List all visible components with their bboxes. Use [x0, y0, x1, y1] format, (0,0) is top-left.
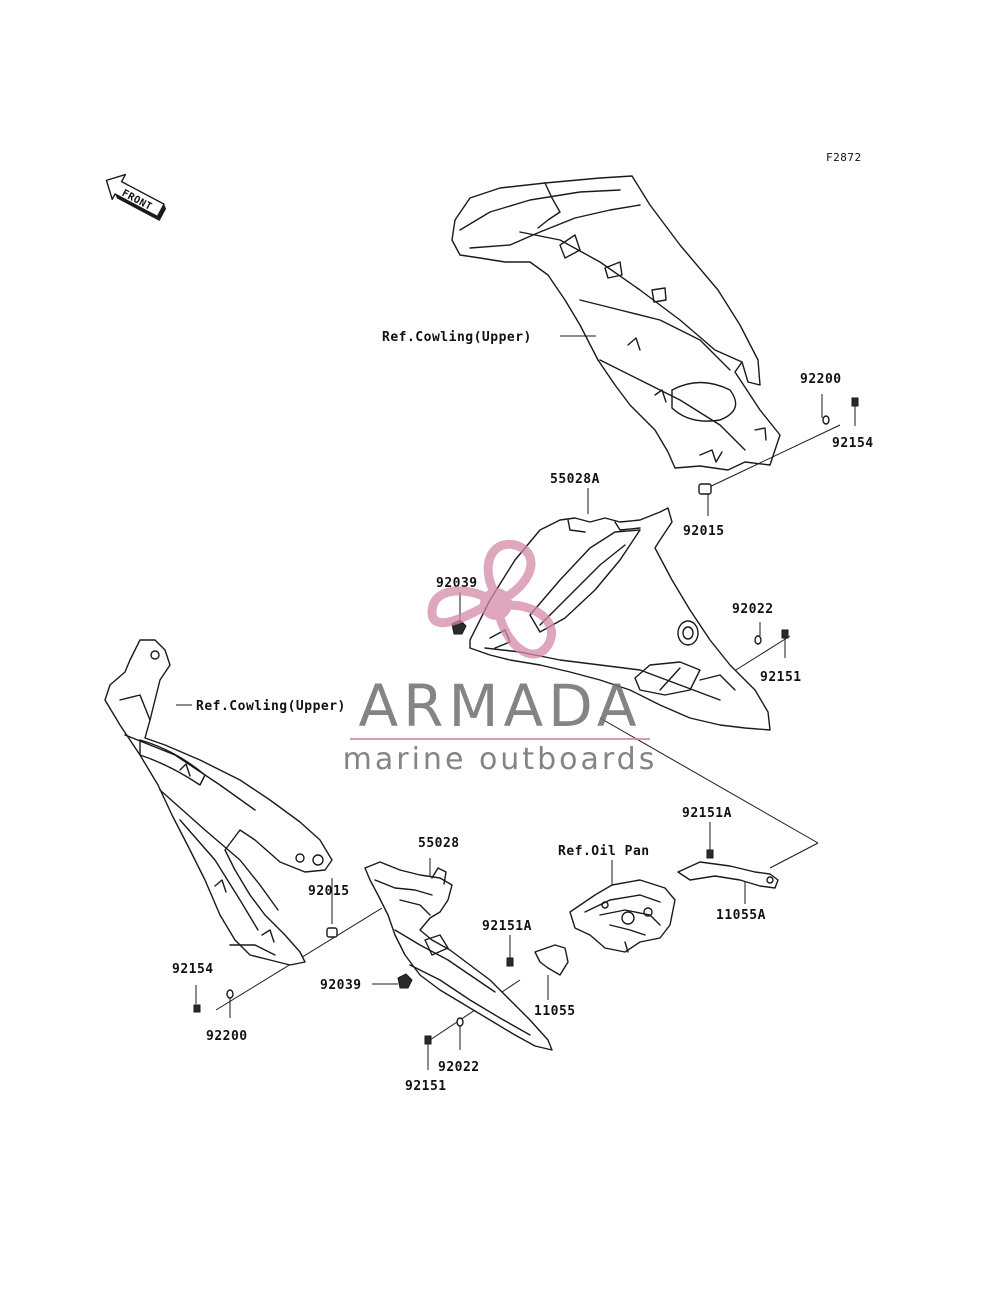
washer-92200-left	[226, 989, 234, 999]
figure-code: F2872	[826, 151, 862, 164]
label-92151-bottom: 92151	[405, 1079, 447, 1094]
label-92022-right: 92022	[732, 602, 774, 617]
label-92200-right: 92200	[800, 372, 842, 387]
fastener-92200-right	[822, 415, 830, 425]
washer-92022-bottom	[456, 1017, 464, 1027]
bolt-92151-bottom	[424, 1035, 432, 1045]
grommet-92039-left	[397, 973, 413, 989]
label-92015-left: 92015	[308, 884, 350, 899]
upper-cowling-right	[451, 175, 781, 471]
label-ref-cowling-upper-top: Ref.Cowling(Upper)	[382, 330, 532, 345]
label-92151A-top: 92151A	[682, 806, 732, 821]
label-92039-left: 92039	[320, 978, 362, 993]
lower-cowling-55028	[364, 861, 553, 1051]
armada-logo-icon	[427, 539, 556, 659]
washer-92022-right	[754, 635, 762, 645]
label-92154-left: 92154	[172, 962, 214, 977]
watermark-title: ARMADA	[358, 672, 642, 740]
watermark-subtitle: marine outboards	[342, 742, 658, 777]
label-92022-bottom: 92022	[438, 1060, 480, 1075]
bolt-92151A-mid	[506, 957, 514, 967]
label-92151-right: 92151	[760, 670, 802, 685]
front-arrow-icon: FRONT	[105, 173, 167, 222]
bolt-92151-right	[781, 629, 789, 639]
label-ref-cowling-upper-left: Ref.Cowling(Upper)	[196, 699, 346, 714]
fastener-92015-right	[698, 483, 712, 495]
label-ref-oil-pan: Ref.Oil Pan	[558, 844, 650, 859]
label-92154-right: 92154	[832, 436, 874, 451]
bolt-92151A-top	[706, 849, 714, 859]
label-92200-left: 92200	[206, 1029, 248, 1044]
label-92015-right: 92015	[683, 524, 725, 539]
label-11055: 11055	[534, 1004, 576, 1019]
oil-pan	[569, 879, 676, 953]
bolt-92015-left	[326, 927, 338, 938]
bracket-11055A	[677, 861, 779, 889]
label-92151A-mid: 92151A	[482, 919, 532, 934]
fastener-92154-right	[851, 397, 859, 420]
watermark-divider	[350, 738, 650, 740]
label-11055A: 11055A	[716, 908, 766, 923]
bolt-92154-left	[193, 1004, 201, 1013]
upper-cowling-left	[104, 639, 333, 966]
bracket-11055	[534, 944, 569, 976]
label-55028A: 55028A	[550, 472, 600, 487]
label-55028: 55028	[418, 836, 460, 851]
